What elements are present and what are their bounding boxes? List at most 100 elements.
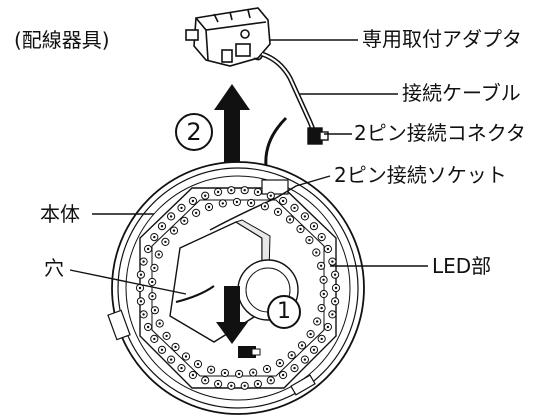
step-1-marker [267, 295, 301, 329]
led-dot-center [153, 309, 157, 312]
led-dot-center [160, 225, 164, 228]
led-dot-center [204, 379, 207, 382]
led-dot-center [278, 361, 282, 365]
led-dot-center [308, 238, 311, 242]
led-dots [135, 186, 341, 390]
led-dot-center [331, 313, 334, 316]
led-dot-center [216, 382, 220, 386]
led-dot-center [204, 194, 207, 197]
led-dot-center [333, 273, 337, 276]
led-dot-center [334, 286, 338, 290]
led-dot-center [312, 225, 316, 228]
arrow-down-step-1 [216, 286, 248, 344]
led-dot-center [160, 348, 164, 351]
led-dot-center [265, 367, 269, 371]
socket-label: 2ピン接続ソケット [334, 163, 507, 187]
led-dot-center [139, 300, 143, 303]
led-dot-center [169, 215, 173, 218]
cable-label: 接続ケーブル [402, 81, 521, 105]
led-dot-center [320, 235, 323, 239]
led-dot-center [153, 337, 156, 341]
led-dot-center [194, 211, 198, 215]
led-dot-center [223, 371, 227, 375]
led-dot-center [326, 325, 330, 329]
led-dot-center [276, 210, 280, 214]
led-dot-center [309, 332, 312, 336]
led-dot-center [333, 300, 337, 303]
wiring-fixture-label: (配線器具) [14, 28, 110, 52]
led-dot-center [196, 362, 200, 366]
led-dot-center [288, 218, 292, 221]
led-dot-center [142, 313, 145, 316]
led-dot-center [209, 368, 213, 371]
led-dot-center [142, 260, 145, 263]
led-dot-center [252, 371, 255, 374]
led-dot-center [320, 337, 323, 341]
led-dot-center [322, 292, 325, 296]
led-dot-center [230, 189, 233, 192]
two-pin-connector [307, 127, 329, 145]
led-dot-center [331, 260, 334, 263]
led-label: LED部 [432, 254, 492, 278]
led-dot-center [174, 345, 177, 349]
led-dot-center [299, 227, 302, 231]
led-dot-center [315, 251, 318, 254]
step-2-number: 2 [186, 118, 202, 146]
adapter-label: 専用取付アダプタ [362, 27, 522, 51]
led-dot-center [165, 334, 168, 338]
led-dot-center [319, 264, 323, 267]
led-dot-center [191, 199, 195, 203]
led-dot-center [300, 344, 304, 347]
arrow-up-step-2 [214, 84, 250, 164]
step-1-number: 1 [277, 299, 291, 324]
body-label: 本体 [40, 202, 80, 226]
led-dot-center [243, 384, 246, 387]
led-dot-center [151, 295, 154, 298]
led-dot-center [157, 253, 160, 256]
led-dot-center [312, 348, 316, 351]
led-dot-center [146, 247, 150, 251]
hole-label: 穴 [44, 256, 64, 280]
led-dot-center [281, 199, 285, 203]
led-dot-center [293, 366, 296, 370]
led-dot-center [303, 358, 307, 361]
leader-lines [69, 39, 428, 295]
led-dot-center [153, 266, 156, 270]
led-dot-center [281, 373, 285, 377]
led-dot-center [237, 372, 241, 376]
adapter [185, 7, 271, 67]
led-dot-center [169, 358, 173, 361]
led-dot-center [191, 373, 195, 377]
led-dot-center [256, 190, 260, 194]
led-dot-center [138, 286, 142, 290]
led-dot-center [263, 205, 267, 208]
led-dot-center [221, 202, 224, 205]
led-dot-center [293, 206, 296, 210]
led-dot-center [216, 190, 220, 194]
led-dot-center [290, 354, 293, 357]
led-dot-center [207, 205, 211, 209]
led-dot-center [243, 189, 246, 192]
led-dot-center [158, 322, 161, 325]
led-dot-center [184, 355, 188, 358]
led-dot-center [139, 273, 143, 276]
led-dot-center [235, 200, 239, 204]
connector-label: 2ピン接続コネクタ [354, 121, 526, 145]
led-dot-center [164, 240, 167, 244]
led-dot-center [230, 384, 233, 387]
led-dot-center [256, 382, 260, 386]
led-dot-center [183, 219, 186, 222]
led-dot-center [172, 229, 176, 232]
led-dot-center [269, 194, 272, 197]
led-dot-center [180, 206, 183, 210]
led-dot-center [146, 325, 150, 329]
led-dot-center [316, 320, 319, 323]
led-dot-center [180, 366, 183, 370]
led-dot-center [269, 379, 272, 382]
led-dot-center [249, 201, 253, 205]
led-dot-center [320, 306, 323, 310]
led-dot-center [303, 215, 307, 218]
led-dot-center [326, 247, 330, 251]
